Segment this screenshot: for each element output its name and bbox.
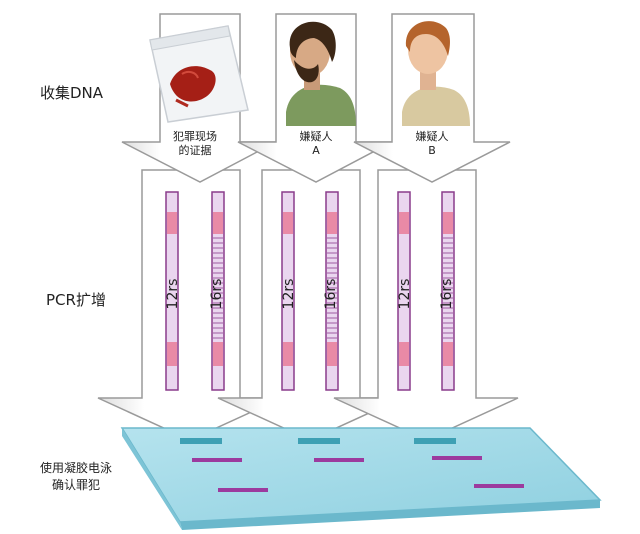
pcr-strip-band bbox=[213, 342, 223, 366]
pcr-strip-band bbox=[443, 212, 453, 234]
pcr-strip bbox=[325, 191, 339, 391]
evidence-bag-icon bbox=[149, 25, 249, 123]
lane-label: 12rs bbox=[165, 278, 181, 310]
step-label-gel-electrophoresis: 使用凝胶电泳 确认罪犯 bbox=[26, 460, 126, 494]
gel-band bbox=[432, 456, 482, 460]
gel-slab bbox=[120, 427, 602, 530]
pcr-arrow-right bbox=[333, 169, 519, 441]
lane-label: 16rs bbox=[209, 278, 225, 310]
source-label-line2: A bbox=[312, 144, 320, 157]
pcr-strip bbox=[165, 191, 179, 391]
gel-band bbox=[314, 458, 364, 462]
pcr-strip-band bbox=[167, 212, 177, 234]
source-label-line1: 嫌疑人 bbox=[299, 130, 333, 143]
pcr-strip-band bbox=[327, 342, 337, 366]
pcr-strip-band bbox=[327, 212, 337, 234]
pcr-strip-band bbox=[167, 342, 177, 366]
pcr-strip-band bbox=[399, 342, 409, 366]
lane-label: 16rs bbox=[439, 278, 455, 310]
pcr-strip-band bbox=[213, 212, 223, 234]
source-label-crime-scene: 犯罪现场 的证据 bbox=[155, 130, 235, 158]
source-label-line1: 嫌疑人 bbox=[415, 130, 449, 143]
gel-well bbox=[414, 438, 456, 444]
lane-label: 16rs bbox=[323, 278, 339, 310]
pcr-strip bbox=[211, 191, 225, 391]
step-label-collect-dna: 收集DNA bbox=[40, 84, 104, 102]
gel-well bbox=[298, 438, 340, 444]
lane-label: 12rs bbox=[281, 278, 297, 310]
source-label-line2: B bbox=[428, 144, 436, 157]
gel-band bbox=[218, 488, 268, 492]
suspect-a-portrait-icon bbox=[286, 21, 356, 126]
pcr-strip-band bbox=[283, 212, 293, 234]
source-label-suspect-b: 嫌疑人 B bbox=[392, 130, 472, 158]
step-label-pcr-amplify: PCR扩增 bbox=[46, 291, 106, 309]
pcr-strip bbox=[281, 191, 295, 391]
pcr-arrow-left bbox=[97, 169, 283, 441]
gel-band bbox=[192, 458, 242, 462]
pcr-strip bbox=[397, 191, 411, 391]
pcr-strip-band bbox=[399, 212, 409, 234]
source-label-suspect-a: 嫌疑人 A bbox=[276, 130, 356, 158]
suspect-b-portrait-icon bbox=[402, 21, 470, 126]
pcr-strip-band bbox=[443, 342, 453, 366]
gel-band bbox=[474, 484, 524, 488]
source-label-line1: 犯罪现场 bbox=[173, 130, 217, 143]
pcr-arrow-middle bbox=[217, 169, 403, 441]
lane-label: 12rs bbox=[397, 278, 413, 310]
source-label-line2: 的证据 bbox=[178, 144, 212, 157]
step-label-gel-line1: 使用凝胶电泳 bbox=[39, 461, 112, 475]
pcr-strip bbox=[441, 191, 455, 391]
pcr-strip-band bbox=[283, 342, 293, 366]
gel-well bbox=[180, 438, 222, 444]
step-label-gel-line2: 确认罪犯 bbox=[51, 478, 100, 492]
